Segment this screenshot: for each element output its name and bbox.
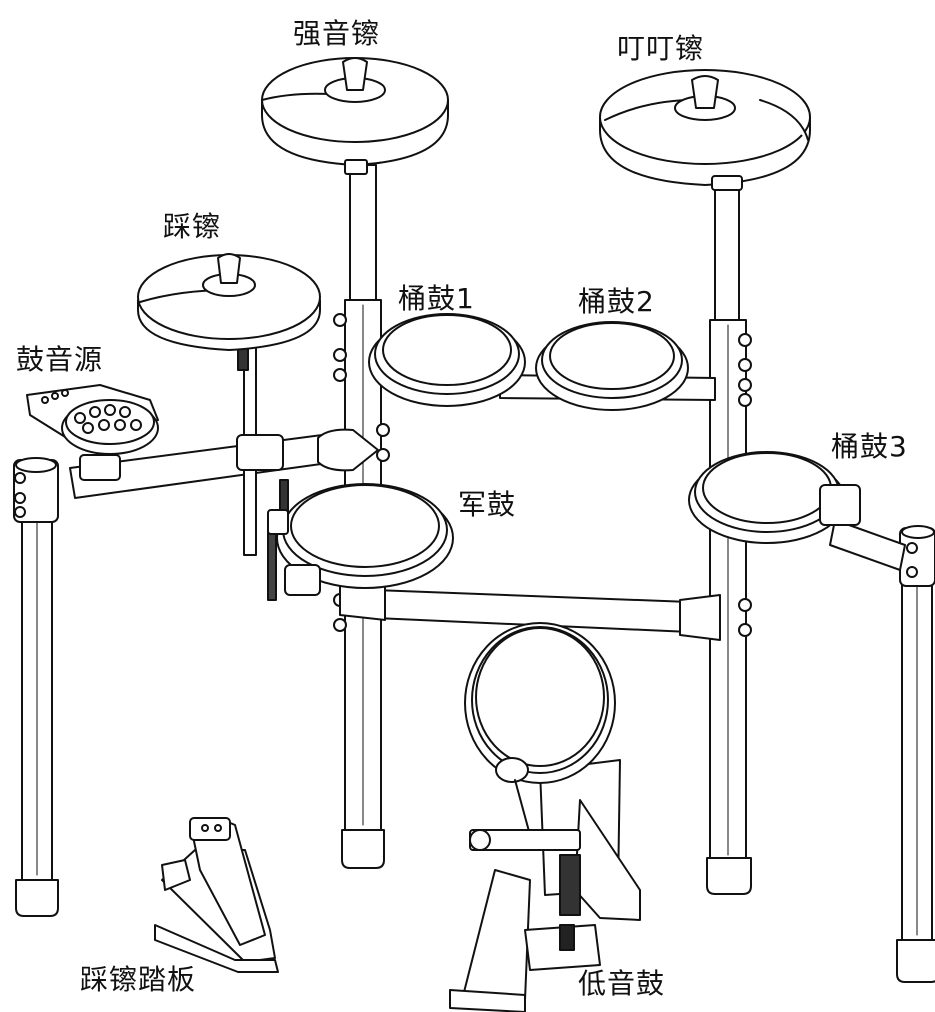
- label-hihat-cymbal: 踩镲: [163, 210, 222, 243]
- ride-cymbal: [599, 69, 811, 191]
- kick-pedal: [449, 829, 601, 1012]
- right-crossbar: [829, 519, 906, 571]
- right-leg: [896, 525, 935, 983]
- label-hihat-pedal: 踩镲踏板: [80, 963, 197, 996]
- label-tom2: 桶鼓2: [578, 285, 655, 318]
- lower-crossbar: [339, 579, 721, 641]
- crash-cymbal: [261, 57, 449, 175]
- label-kick-drum: 低音鼓: [578, 967, 666, 1000]
- center-right-post: [706, 179, 752, 895]
- label-snare: 军鼓: [458, 488, 517, 521]
- hihat-pedal: [154, 817, 279, 973]
- tom2-pad: [535, 321, 689, 411]
- tom3-pad: [688, 451, 861, 544]
- label-ride-cymbal: 叮叮镲: [617, 32, 705, 65]
- label-crash-cymbal: 强音镲: [293, 17, 381, 50]
- tom1-pad: [368, 313, 526, 407]
- snare-pad: [267, 483, 454, 596]
- sound-module: [26, 384, 159, 481]
- left-leg: [13, 457, 59, 917]
- hihat-cymbal: [137, 253, 321, 351]
- kick-pad: [464, 622, 641, 921]
- label-tom3: 桶鼓3: [831, 430, 908, 463]
- label-tom1: 桶鼓1: [398, 282, 475, 315]
- label-sound-module: 鼓音源: [16, 343, 104, 376]
- hihat-stand: [236, 329, 289, 601]
